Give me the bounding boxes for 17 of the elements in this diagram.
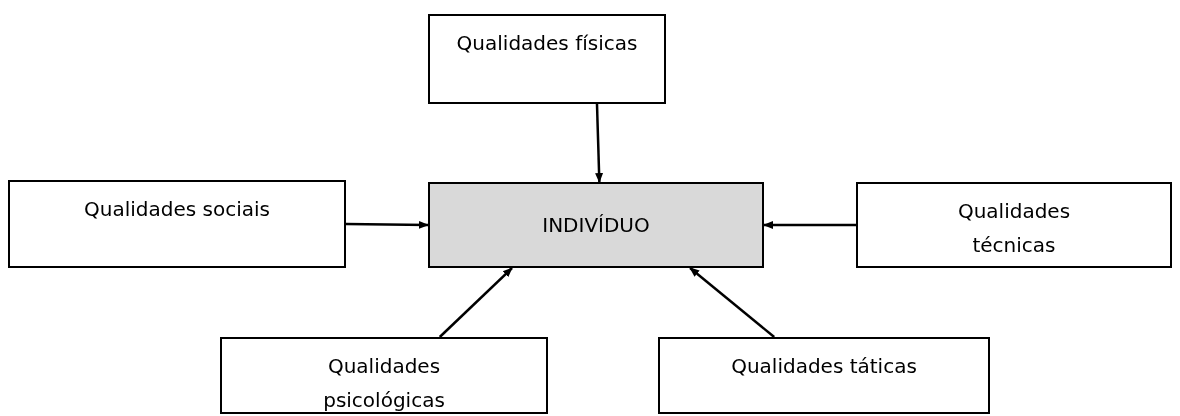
arrow [438,267,513,338]
box-label: INDIVÍDUO [542,212,650,239]
arrow [763,221,856,229]
box-label: Qualidades físicas [456,30,638,57]
central-box [428,182,764,268]
quality-box [8,180,346,268]
arrow [689,267,775,338]
quality-box [856,182,1172,268]
box-label: Qualidades sociais [84,196,270,223]
box-label: Qualidades técnicas [956,198,1072,259]
box-label: Qualidades psicológicas [322,353,446,414]
box-label: Qualidades táticas [731,353,917,380]
arrow [346,220,429,229]
quality-box [428,14,666,104]
arrow [595,103,604,183]
quality-box [220,337,548,414]
quality-box [658,337,990,414]
